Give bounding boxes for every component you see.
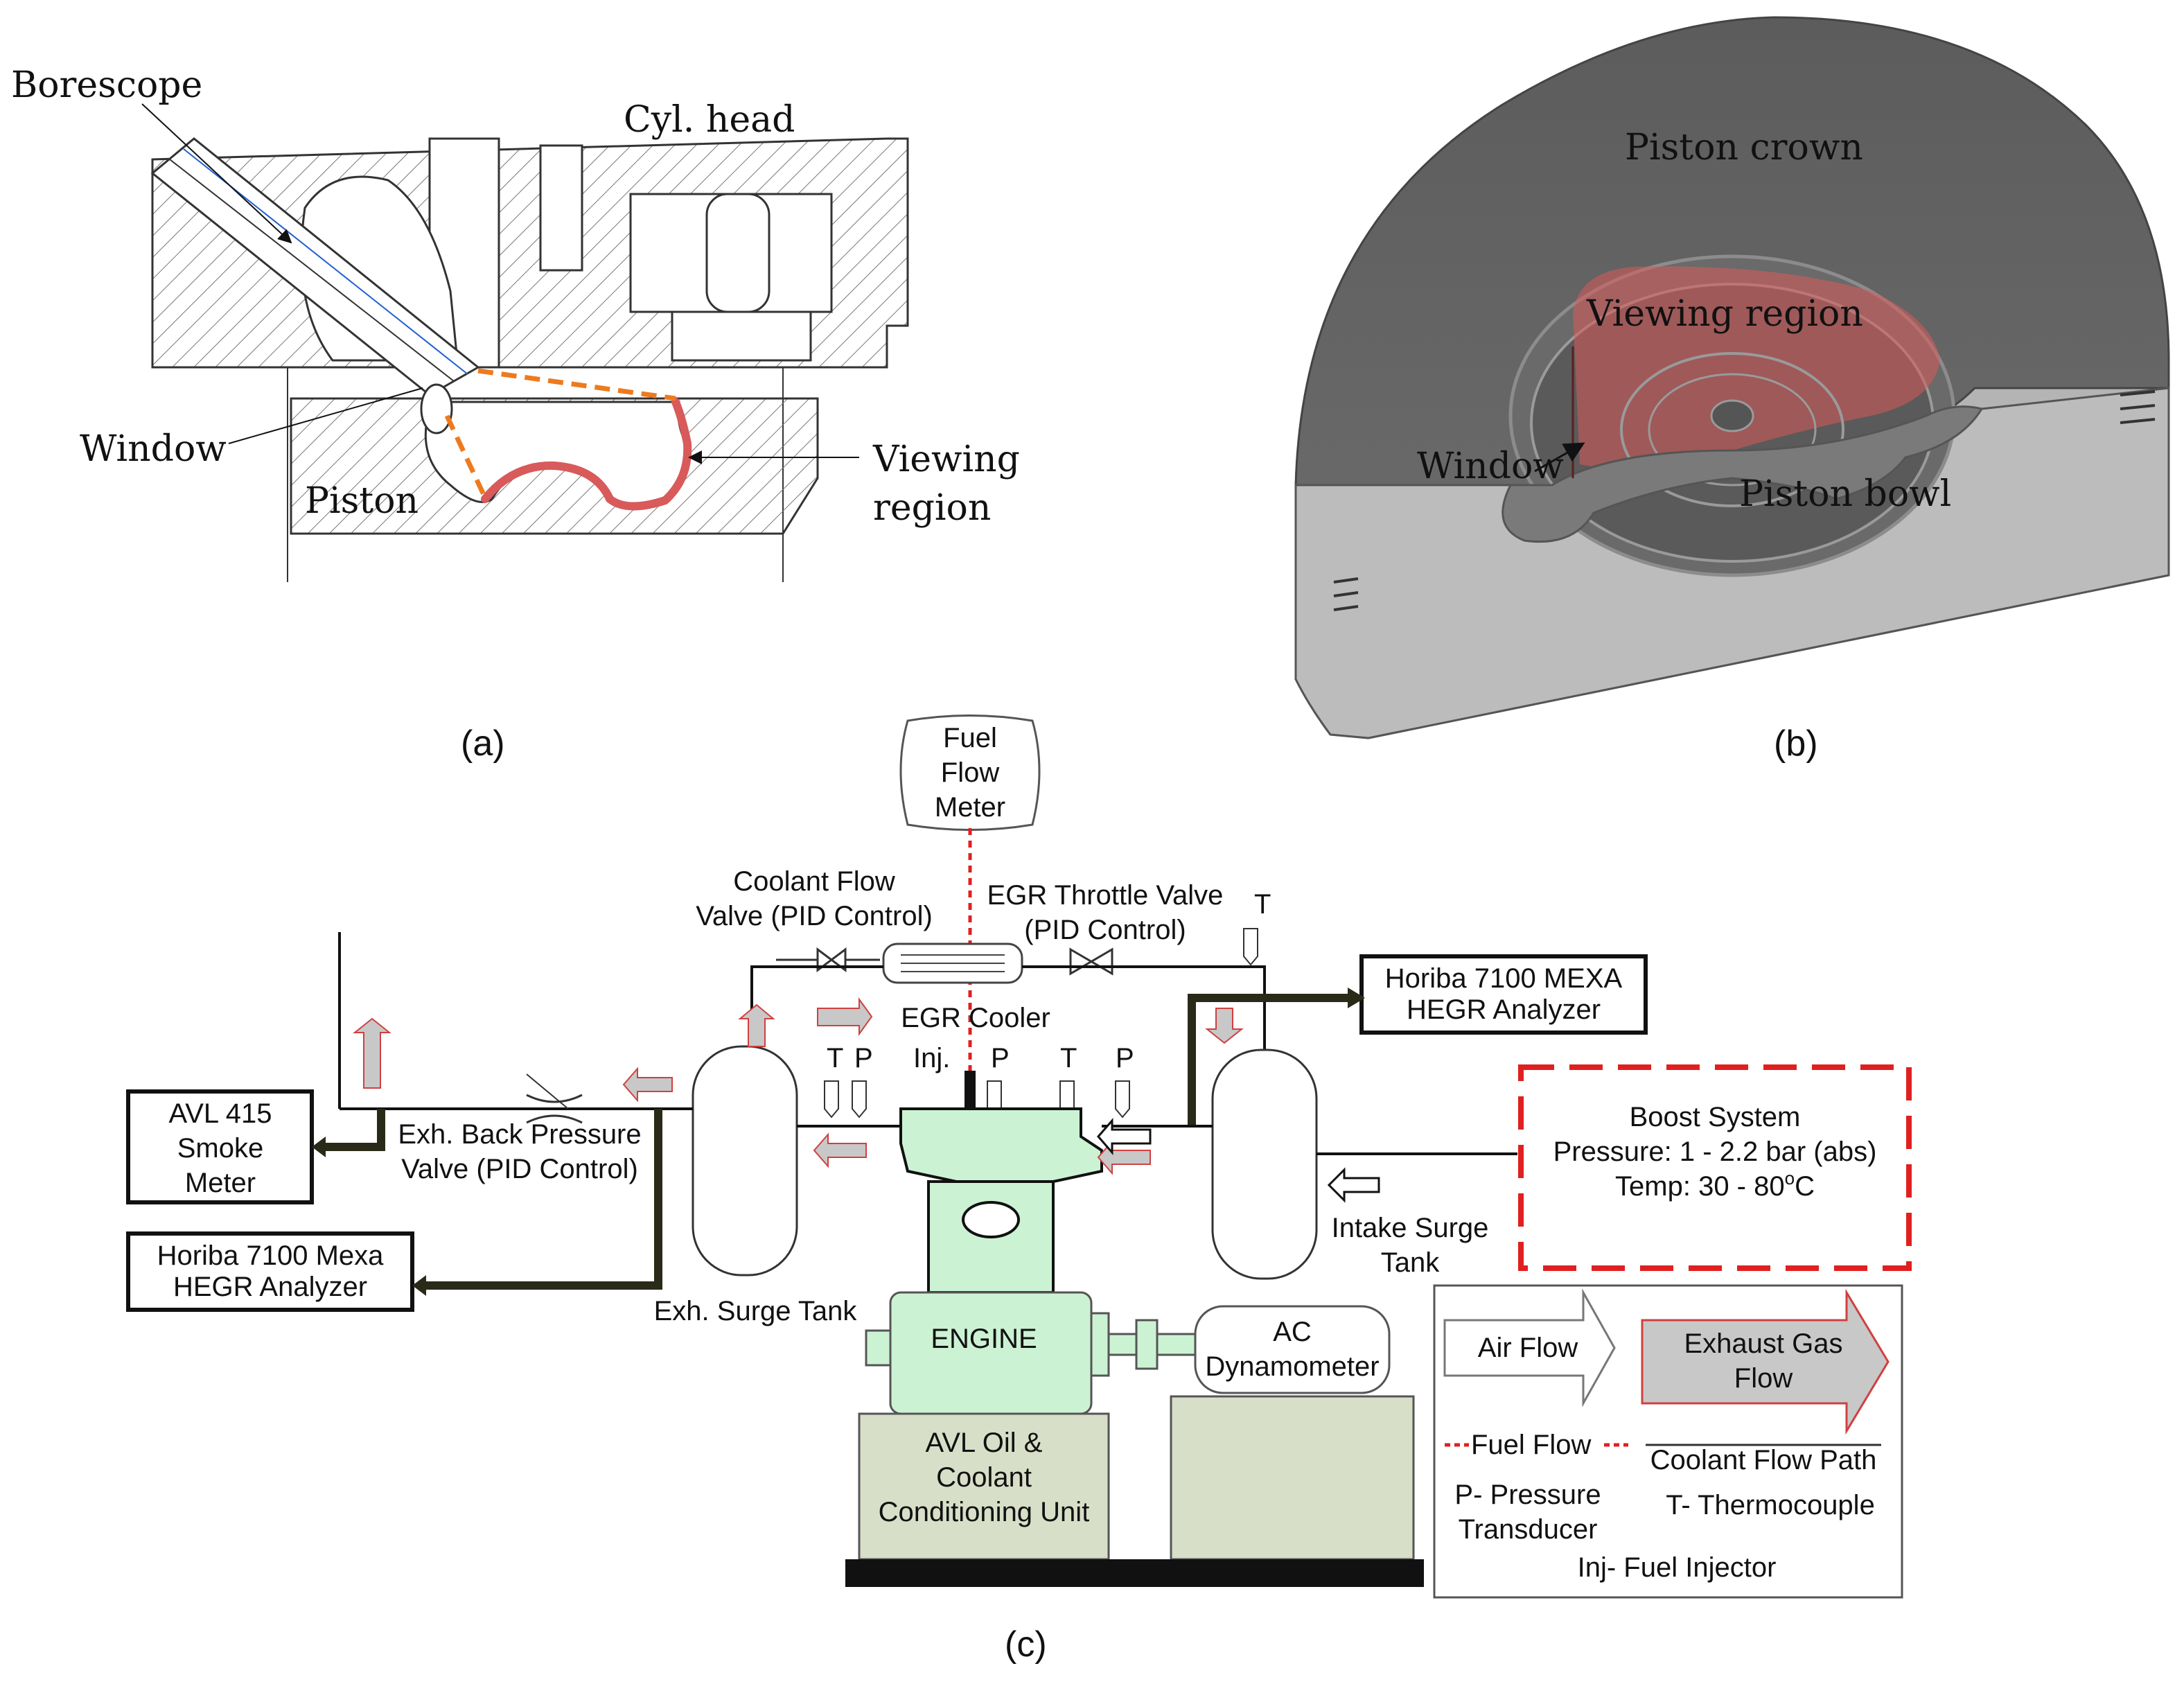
borescope-tube: [150, 137, 480, 396]
avl-oil-1: AVL Oil &: [926, 1428, 1043, 1458]
head-valve-slot: [539, 144, 583, 272]
ac-dynamometer: [1194, 1305, 1391, 1394]
label-window-a: Window: [80, 428, 227, 470]
intake-surge-tank: [1211, 1049, 1318, 1280]
caption-a: (a): [461, 723, 505, 764]
air-flow-arrows: [1097, 1117, 1380, 1203]
legend-thermocouple: T- Thermocouple: [1666, 1490, 1875, 1520]
engine-label: ENGINE: [931, 1324, 1037, 1354]
label-viewing-region-a-2: region: [873, 487, 991, 529]
legend-pressure-2: Transducer: [1459, 1514, 1598, 1545]
sensor-inj: Inj.: [913, 1043, 950, 1073]
legend-exhaust-1: Exhaust Gas: [1684, 1328, 1842, 1359]
exh-back-pressure-2: Valve (PID Control): [401, 1154, 638, 1184]
viewing-region-curve: [481, 398, 692, 511]
horiba-top-box: [1359, 954, 1648, 1035]
bowl-center-hole: [1710, 399, 1754, 432]
panel-c-engine-setup-schematic: Fuel Flow Meter Coolant Flow Valve (PID …: [126, 714, 1912, 1665]
legend-coolant-path: Coolant Flow Path: [1650, 1445, 1877, 1475]
legend-pressure-1: P- Pressure: [1454, 1480, 1601, 1510]
horiba-top-sample-line: [1188, 994, 1358, 1126]
dyno-stand: [1170, 1395, 1415, 1561]
sensor-t-int: T: [1060, 1043, 1077, 1073]
panel-b-piston-3d: Piston crown Viewing region Window Pisto…: [1294, 16, 2170, 764]
caption-c: (c): [1005, 1624, 1047, 1665]
bowl-center-ring-inner: [1648, 373, 1817, 486]
fuel-flow-meter-3: Meter: [935, 792, 1005, 823]
exh-back-pressure-valve: [526, 1094, 583, 1124]
sensor-p-int: P: [1116, 1043, 1134, 1073]
label-viewing-region-b: Viewing region: [1586, 293, 1863, 335]
label-window-b: Window: [1417, 446, 1564, 487]
egr-throttle-2: (PID Control): [1024, 915, 1186, 945]
coolant-valve-1: Coolant Flow: [733, 866, 895, 897]
ac-dyno-2: Dynamometer: [1205, 1351, 1379, 1382]
legend-air-arrow: [1443, 1288, 1616, 1407]
legend-fuel-flow: Fuel Flow: [1471, 1430, 1591, 1460]
head-plug: [705, 193, 770, 313]
sensor-p-exh: P: [854, 1043, 873, 1073]
bowl-cut-profile: [1502, 405, 1984, 543]
label-borescope: Borescope: [11, 64, 202, 106]
horiba-left-sample-line: [423, 1109, 662, 1290]
intake-surge-tank-1: Intake Surge: [1332, 1213, 1489, 1243]
fuel-injector: [965, 1071, 976, 1112]
label-piston-crown: Piston crown: [1625, 127, 1863, 168]
egr-throttle-1: EGR Throttle Valve: [987, 880, 1224, 911]
avl-oil-3: Conditioning Unit: [879, 1497, 1090, 1527]
avl-oil-2: Coolant: [936, 1462, 1032, 1493]
avl-smoke-meter-box: [126, 1089, 314, 1204]
legend-exhaust-arrow: [1641, 1288, 1890, 1435]
sensor-p-cyl: P: [991, 1043, 1010, 1073]
sensor-t-egr: T: [1254, 889, 1271, 920]
coolant-valve-symbol: [816, 947, 847, 972]
label-cyl-head: Cyl. head: [624, 99, 795, 141]
ring-grooves: [1333, 390, 2156, 611]
legend-exhaust-2: Flow: [1734, 1363, 1793, 1394]
legend-injector: Inj- Fuel Injector: [1578, 1552, 1777, 1583]
label-piston-bowl: Piston bowl: [1739, 473, 1951, 515]
exh-back-pressure-1: Exh. Back Pressure: [398, 1119, 641, 1150]
smoke-sample-line: [322, 1109, 385, 1151]
egr-throttle-valve: [1069, 947, 1113, 976]
horiba-left-1: Horiba 7100 Mexa: [157, 1240, 385, 1271]
boost-1: Boost System: [1630, 1102, 1801, 1132]
fuel-flow-meter-2: Flow: [941, 757, 1000, 788]
panel-a-piston-cross-section: Borescope Cyl. head Window Piston Viewin…: [11, 64, 1020, 764]
horiba-top-2: HEGR Analyzer: [1407, 994, 1601, 1025]
exhaust-surge-tank-label: Exh. Surge Tank: [654, 1296, 858, 1326]
bowl-center-ring: [1620, 352, 1844, 507]
label-piston: Piston: [305, 480, 419, 522]
label-viewing-region-a-1: Viewing: [872, 439, 1020, 480]
boost-3: Temp: 30 - 80oC: [1615, 1168, 1815, 1202]
avl-oil-coolant-unit: [858, 1412, 1110, 1561]
boost-2: Pressure: 1 - 2.2 bar (abs): [1553, 1137, 1877, 1167]
window-optic: [420, 383, 453, 435]
test-bed-base: [845, 1559, 1424, 1587]
engine-cylinder-head: [899, 1107, 1103, 1183]
exhaust-surge-tank: [692, 1045, 798, 1277]
sensor-t-exh: T: [827, 1043, 843, 1073]
boost-system-box: [1518, 1064, 1912, 1271]
head-lower-block: [671, 310, 812, 362]
egr-cooler-label: EGR Cooler: [901, 1003, 1050, 1033]
intake-surge-tank-2: Tank: [1381, 1247, 1440, 1278]
ac-dyno-1: AC: [1273, 1317, 1312, 1347]
avl-smoke-2: Smoke: [177, 1133, 264, 1164]
caption-b: (b): [1774, 723, 1818, 764]
horiba-left-box: [126, 1231, 414, 1312]
horiba-top-1: Horiba 7100 MEXA: [1385, 963, 1623, 994]
avl-smoke-1: AVL 415: [168, 1098, 272, 1129]
fuel-flow-meter: [899, 714, 1041, 831]
fuel-flow-meter-1: Fuel: [943, 723, 997, 753]
avl-smoke-3: Meter: [185, 1168, 256, 1198]
coolant-valve-2: Valve (PID Control): [696, 901, 933, 931]
legend-air-flow: Air Flow: [1478, 1333, 1578, 1363]
viewing-region-overlay: [1573, 266, 1940, 471]
horiba-left-2: HEGR Analyzer: [173, 1272, 367, 1302]
